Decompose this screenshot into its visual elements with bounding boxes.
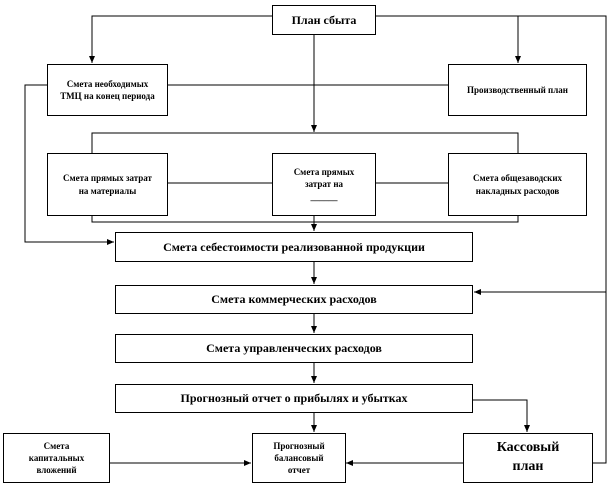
- node-admin-expenses: Смета управленческих расходов: [115, 334, 473, 363]
- node-cash-plan: Кассовый план: [463, 433, 593, 483]
- node-balance-sheet: Прогнозный балансовый отчет: [252, 433, 346, 483]
- node-inventory-budget: Смета необходимых ТМЦ на конец периода: [47, 64, 168, 116]
- node-cogs: Смета себестоимости реализованной продук…: [115, 232, 473, 262]
- node-capital-budget: Смета капитальных вложений: [3, 433, 110, 483]
- node-income-statement: Прогнозный отчет о прибылях и убытках: [115, 384, 473, 413]
- node-selling-expenses: Смета коммерческих расходов: [115, 285, 473, 314]
- node-direct-labor: Смета прямых затрат на ______: [272, 153, 376, 216]
- node-overhead: Смета общезаводских накладных расходов: [448, 153, 587, 216]
- node-sales-plan: План сбыта: [272, 5, 376, 35]
- node-production-plan: Производственный план: [448, 64, 587, 116]
- node-direct-materials: Смета прямых затрат на материалы: [47, 153, 168, 216]
